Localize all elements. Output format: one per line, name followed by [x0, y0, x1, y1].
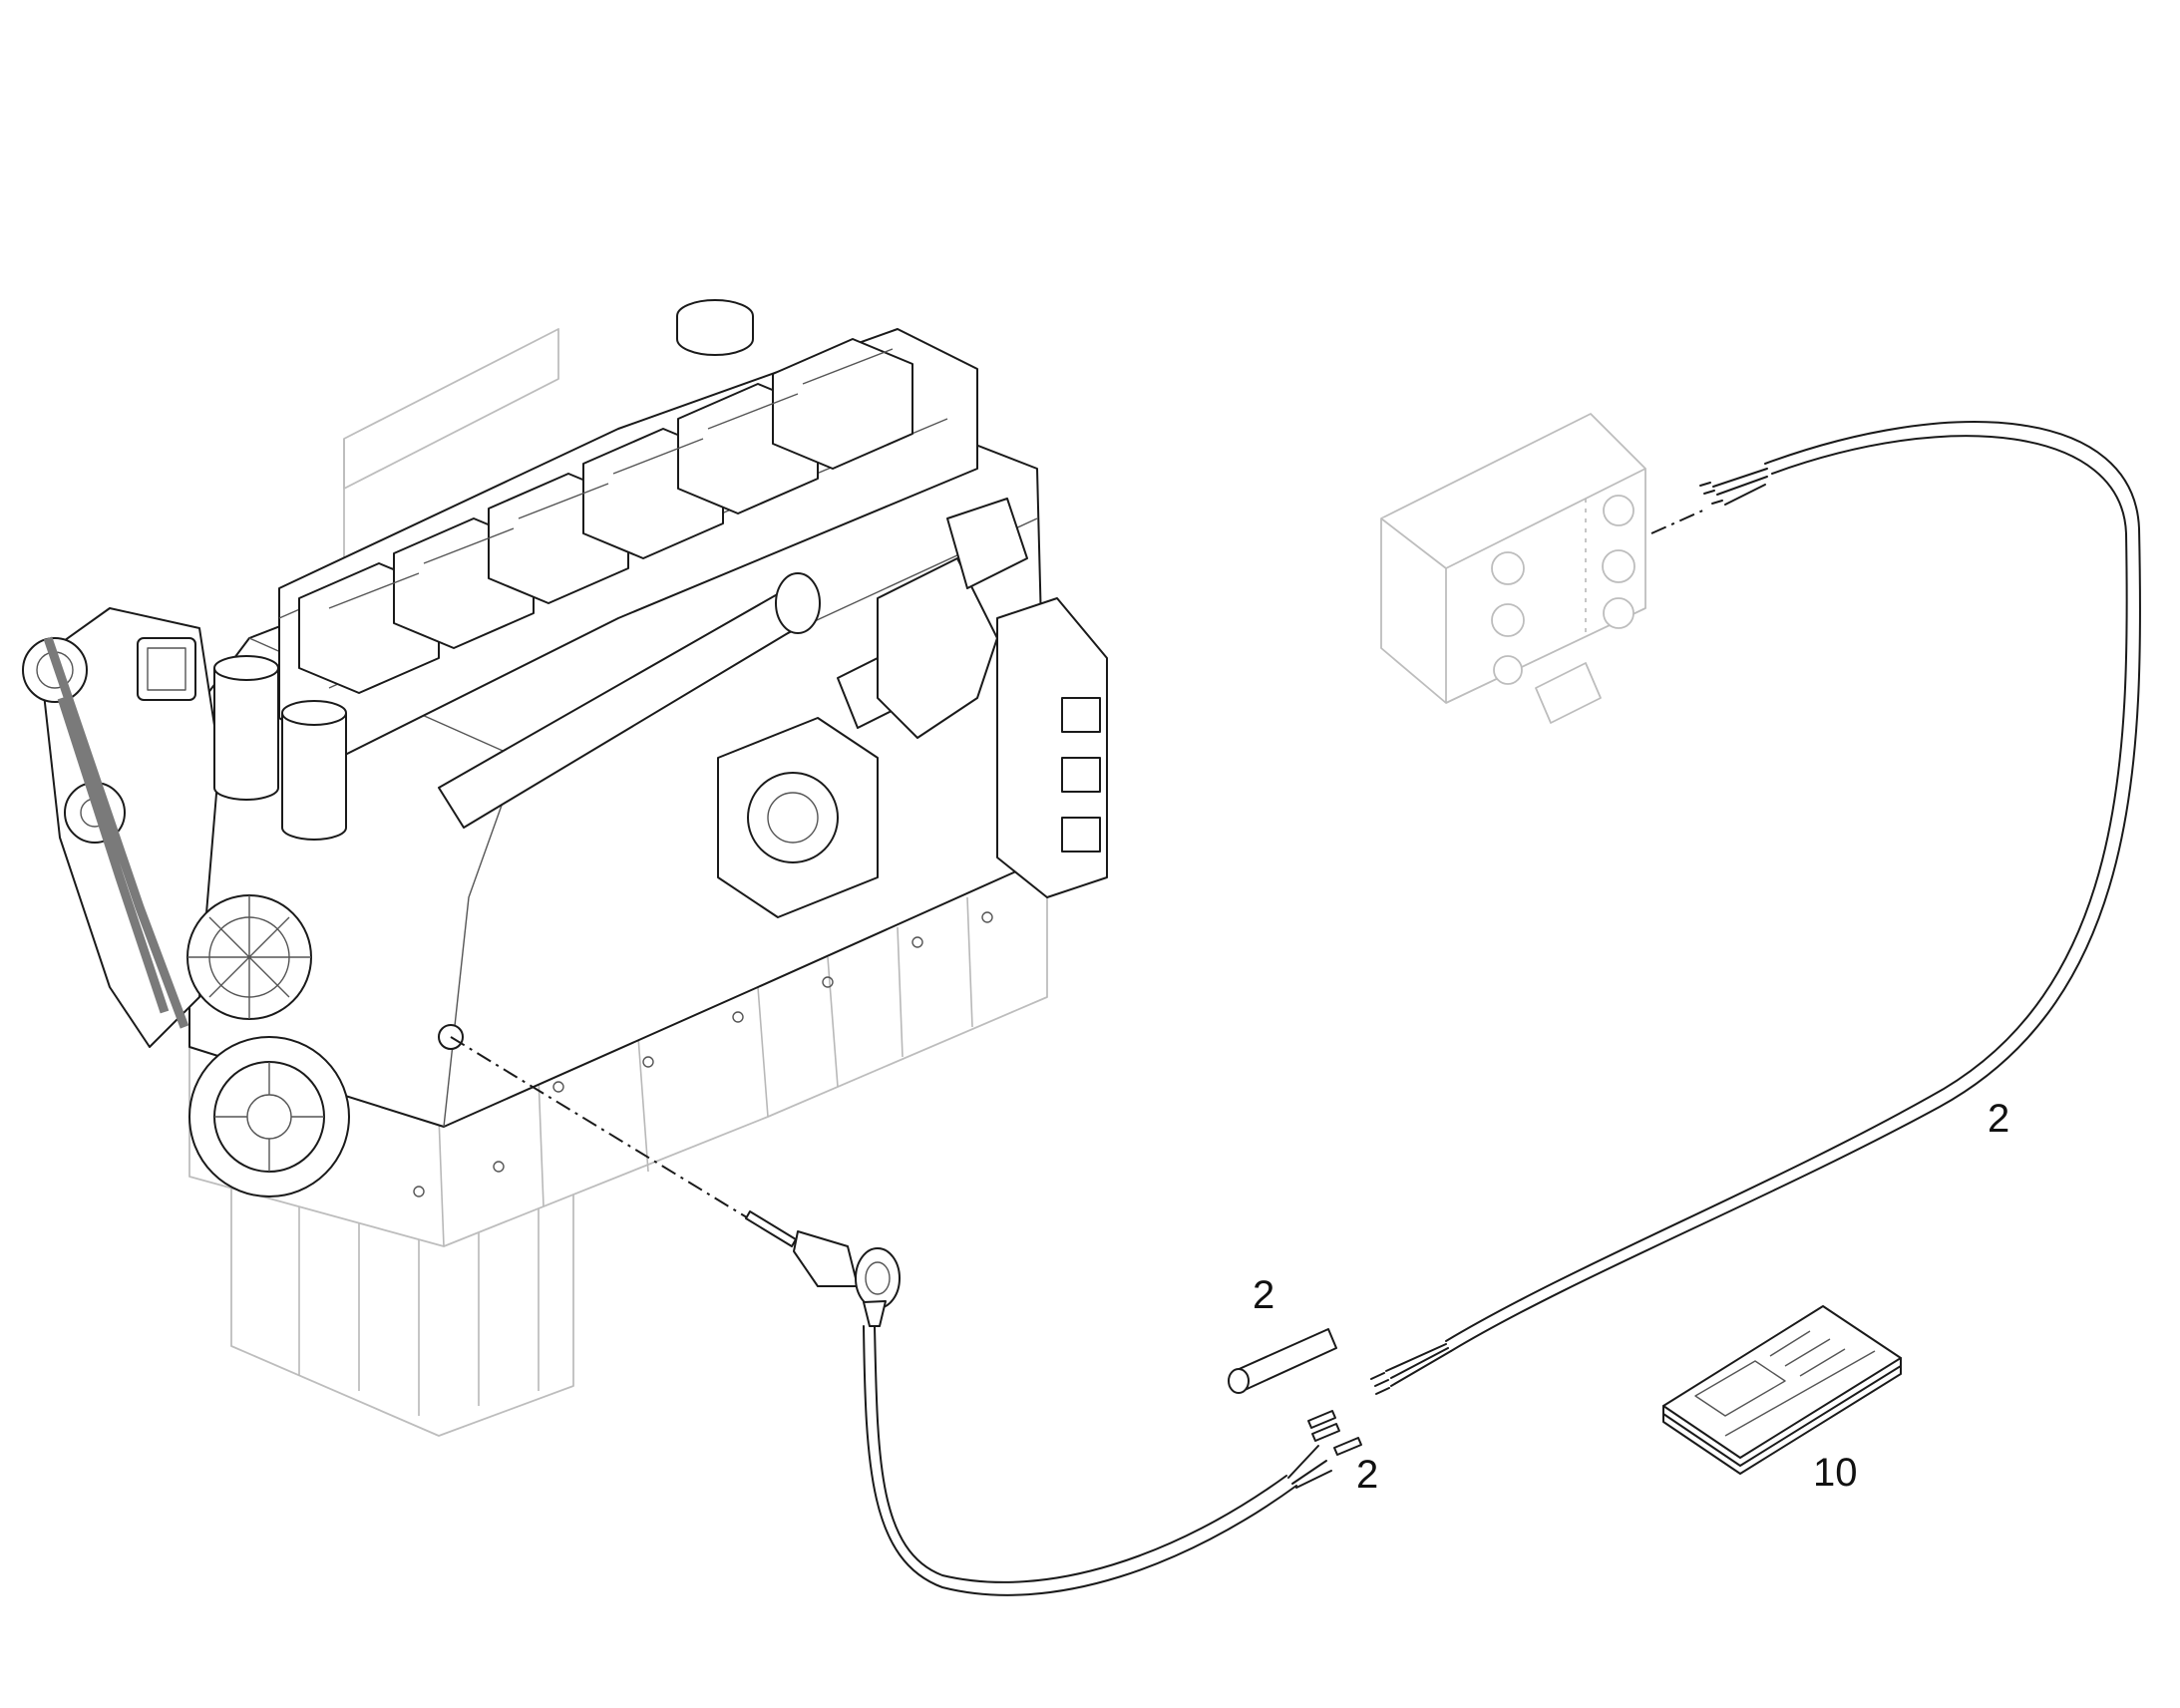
sensor-cable: [874, 1325, 1287, 1583]
oil-filters: [213, 655, 347, 841]
callout-pins: 2: [1356, 1453, 1378, 1497]
callout-manual: 10: [1813, 1451, 1858, 1495]
sensor-cable-wire-ends: [1287, 1445, 1332, 1489]
wiring-harness: [1370, 421, 2142, 1395]
callout-harness: 2: [1988, 1097, 2009, 1141]
engine-block: [22, 299, 1108, 1437]
shrink-sleeve: [1228, 1328, 1337, 1394]
leader-line-sensor: [450, 1036, 779, 1237]
front-pulleys: [22, 607, 350, 1197]
leader-line-box: [1650, 508, 1708, 534]
instruction-manual: [1662, 1305, 1902, 1475]
valve-covers: [298, 338, 913, 694]
control-box: [1380, 413, 1646, 724]
temperature-sensor: [745, 1210, 901, 1327]
crimp-pins: [1307, 1410, 1362, 1456]
callout-sleeve: 2: [1253, 1273, 1274, 1317]
